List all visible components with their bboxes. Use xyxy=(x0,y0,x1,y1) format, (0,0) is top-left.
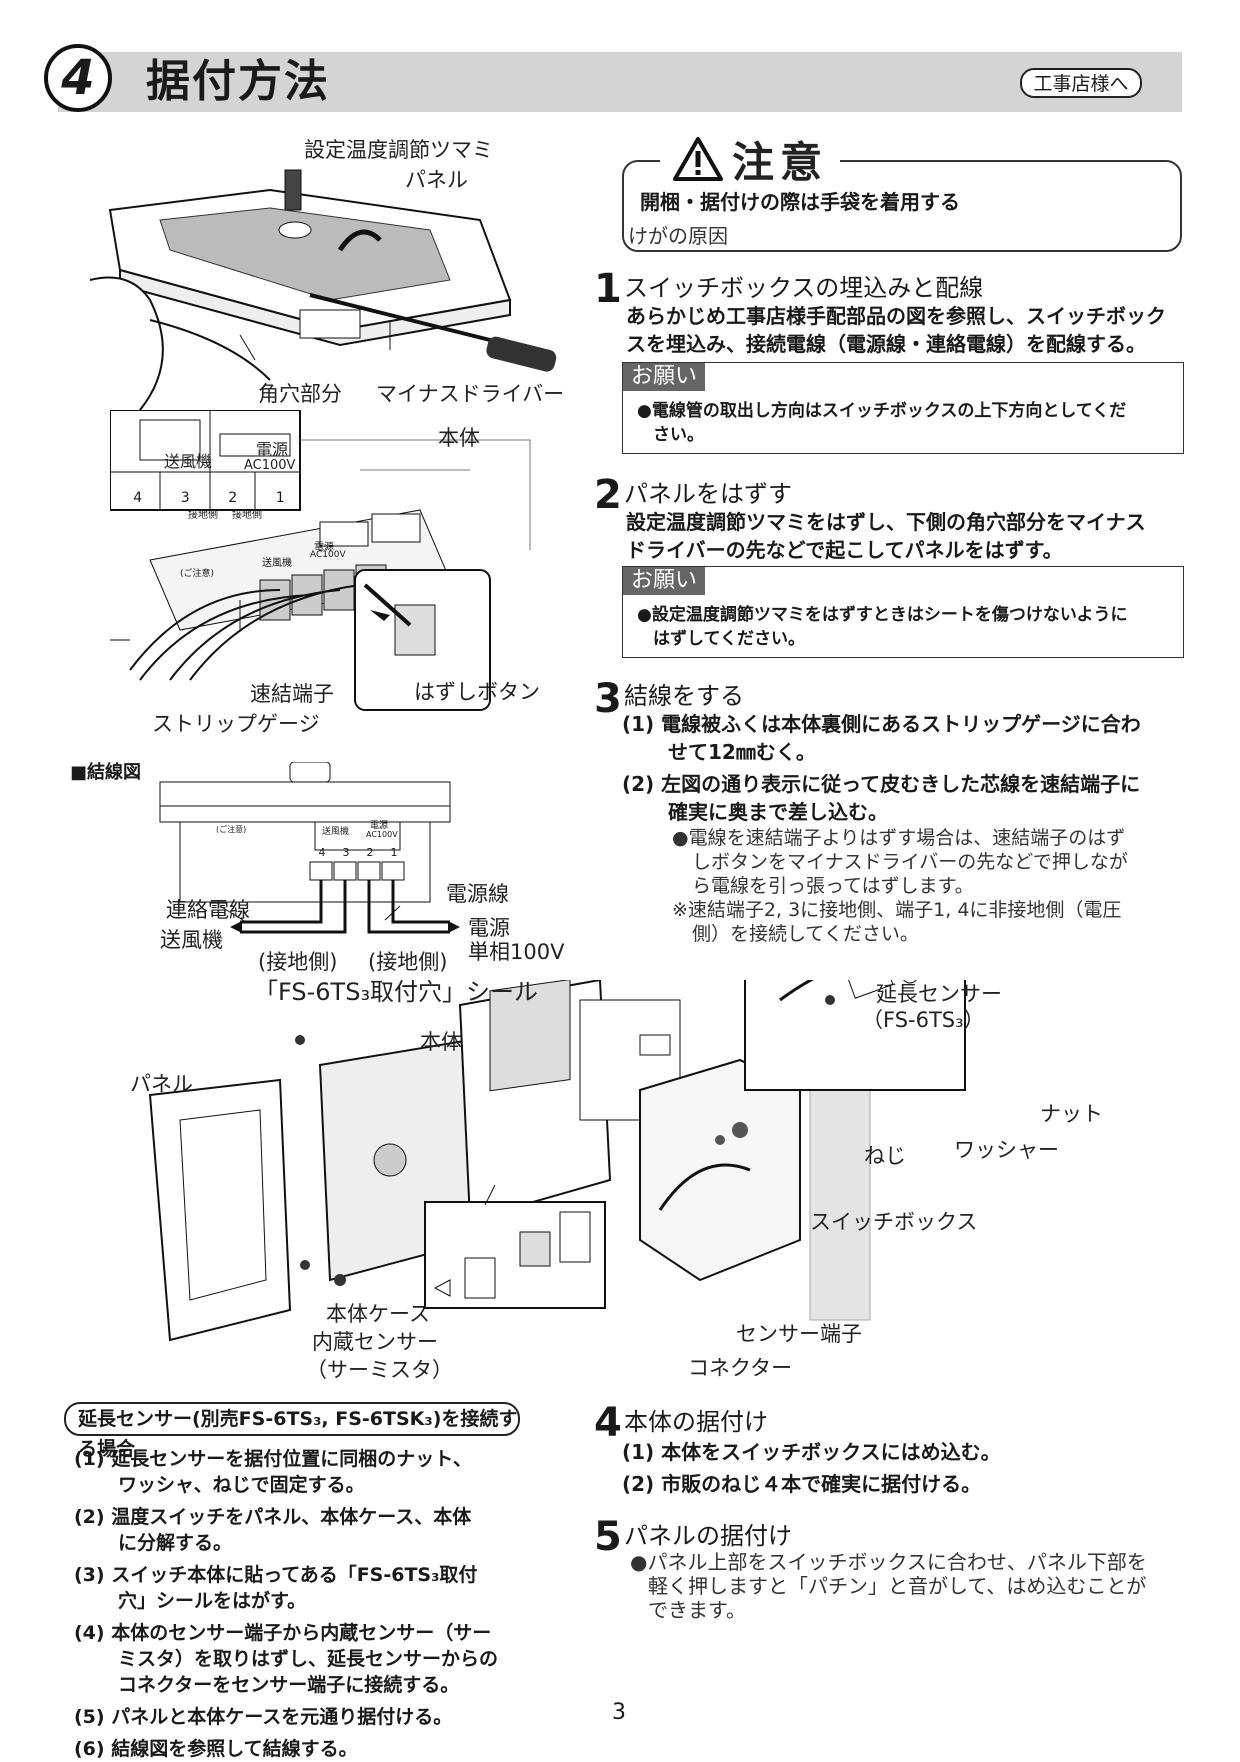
step-number: 4 xyxy=(594,1400,622,1446)
page-number: 3 xyxy=(612,1700,626,1725)
label-power: 電源 xyxy=(256,440,289,459)
terminal-illustration xyxy=(110,410,531,711)
label-link-wire: 連絡電線 xyxy=(166,898,250,922)
assembly-exploded-illustration xyxy=(148,980,966,1342)
label-tiny-ac100v: AC100V xyxy=(366,830,398,839)
label-fan: 送風機 xyxy=(164,452,213,471)
label-flat-screwdriver: マイナスドライバー xyxy=(376,382,565,406)
label-tiny-power: 電源 xyxy=(370,821,389,831)
wiring-diagram xyxy=(159,762,460,934)
panel-removal-illustration xyxy=(90,169,557,410)
label-mounting-seal: 「FS-6TS₃取付穴」シール xyxy=(254,978,539,1006)
label-tiny-note: (ご注意) xyxy=(216,825,247,834)
label-tiny-fan: 送風機 xyxy=(322,827,350,837)
step-number: 5 xyxy=(594,1514,622,1560)
caution-text: 開梱・据付けの際は手袋を着用する xyxy=(640,190,960,214)
label-power: 電源 xyxy=(468,916,510,940)
label-body: 本体 xyxy=(438,426,480,450)
section-number: 4 xyxy=(44,44,112,112)
step-title: スイッチボックスの埋込みと配線 xyxy=(624,274,984,302)
label-ground-side: 接地側 xyxy=(188,510,218,521)
extension-sensor-heading: 延長センサー(別売FS-6TS₃, FS-6TSK₃)を接続する場合 xyxy=(64,1402,520,1460)
step-item: (2) 左図の通り表示に従って皮むきした芯線を速結端子に 確実に奥まで差し込む。 xyxy=(622,772,1141,824)
note-label: お願い xyxy=(623,363,706,391)
caution-title: 注意 xyxy=(732,137,829,187)
step-number: 2 xyxy=(594,472,622,518)
label-tiny-fan: 送風機 xyxy=(262,558,292,569)
extension-steps-list: (1) 延長センサーを据付位置に同梱のナット、 ワッシャ、ねじで固定する。 (2… xyxy=(74,1448,499,1760)
step-notes: ●電線を速結端子よりはずす場合は、速結端子のはず しボタンをマイナスドライバーの… xyxy=(672,827,1128,945)
step-body: あらかじめ工事店様手配部品の図を参照し、スイッチボックスを埋込み、接続電線（電源… xyxy=(626,304,1166,356)
step-items: (1) 本体をスイッチボックスにはめ込む。 (2) 市販のねじ４本で確実に据付け… xyxy=(622,1440,1001,1496)
label-extension-sensor: 延長センサー xyxy=(876,982,1002,1006)
step-body: 設定温度調節ツマミをはずし、下側の角穴部分をマイナスドライバーの先などで起こして… xyxy=(626,510,1146,562)
caution-subtext: けがの原因 xyxy=(628,224,728,248)
note-text: ●電線管の取出し方向はスイッチボックスの上下方向としてください。 xyxy=(637,401,1127,445)
label-extension-sensor-model: （FS-6TS₃） xyxy=(862,1008,985,1032)
label-thermistor: （サーミスタ） xyxy=(306,1358,453,1382)
label-connector: コネクター xyxy=(688,1356,793,1380)
note-text: ●設定温度調節ツマミをはずすときはシートを傷つけないようにはずしてください。 xyxy=(637,605,1128,649)
label-tiny-power: 電源 xyxy=(314,542,334,553)
label-fan: 送風機 xyxy=(160,928,223,952)
label-sensor-terminal: センサー端子 xyxy=(736,1322,862,1346)
label-panel: パネル xyxy=(130,1072,193,1096)
label-ground-side: 接地側 xyxy=(232,510,262,521)
note-box: お願い ●電線管の取出し方向はスイッチボックスの上下方向としてください。 xyxy=(622,362,1184,454)
step-number: 3 xyxy=(594,676,622,722)
caution-box xyxy=(622,160,1182,252)
label-screw: ねじ xyxy=(864,1144,906,1168)
label-panel: パネル xyxy=(405,168,468,192)
step-number: 1 xyxy=(594,266,622,312)
label-body: 本体 xyxy=(420,1030,462,1054)
label-body-case: 本体ケース xyxy=(326,1302,430,1326)
label-tiny-ac100v: AC100V xyxy=(310,550,346,560)
label-nut: ナット xyxy=(1040,1102,1103,1126)
step-title: 本体の据付け xyxy=(624,1408,768,1436)
step-notes: ●パネル上部をスイッチボックスに合わせ、パネル下部を 軽く押しますと「パチン」と… xyxy=(630,1550,1147,1622)
label-strip-gauge: ストリップゲージ xyxy=(152,712,320,736)
label-power-line: 電源線 xyxy=(446,882,509,906)
label-knob: 設定温度調節ツマミ xyxy=(304,138,493,162)
label-quick-terminal: 速結端子 xyxy=(250,682,334,706)
label-internal-sensor: 内蔵センサー xyxy=(312,1330,438,1354)
step-title: パネルをはずす xyxy=(624,480,792,508)
step-title: パネルの据付け xyxy=(624,1522,792,1550)
header-bar xyxy=(58,52,1182,112)
step-title: 結線をする xyxy=(624,682,744,710)
audience-badge: 工事店様へ xyxy=(1020,68,1142,98)
label-release-button: はずしボタン xyxy=(414,680,540,704)
step-item: (1) 電線被ふくは本体裏側にあるストリップゲージに合わ せて12㎜むく。 xyxy=(622,712,1141,764)
note-box: お願い ●設定温度調節ツマミをはずすときはシートを傷つけないようにはずしてくださ… xyxy=(622,566,1184,658)
label-single-phase: 単相100V xyxy=(468,940,565,964)
label-square-hole: 角穴部分 xyxy=(258,382,342,406)
label-tiny-note: (ご注意) xyxy=(180,569,215,579)
label-ground-side: (接地側) xyxy=(258,950,338,974)
label-switch-box: スイッチボックス xyxy=(810,1210,978,1234)
caution-heading: 注意 xyxy=(660,134,841,187)
label-ac100v: AC100V xyxy=(244,458,296,473)
note-label: お願い xyxy=(623,567,706,595)
wiring-diagram-heading: ■結線図 xyxy=(70,762,142,783)
label-ground-side: (接地側) xyxy=(368,950,448,974)
warning-triangle-icon xyxy=(673,137,723,181)
page-title: 据付方法 xyxy=(146,56,330,107)
label-washer: ワッシャー xyxy=(954,1138,1059,1162)
